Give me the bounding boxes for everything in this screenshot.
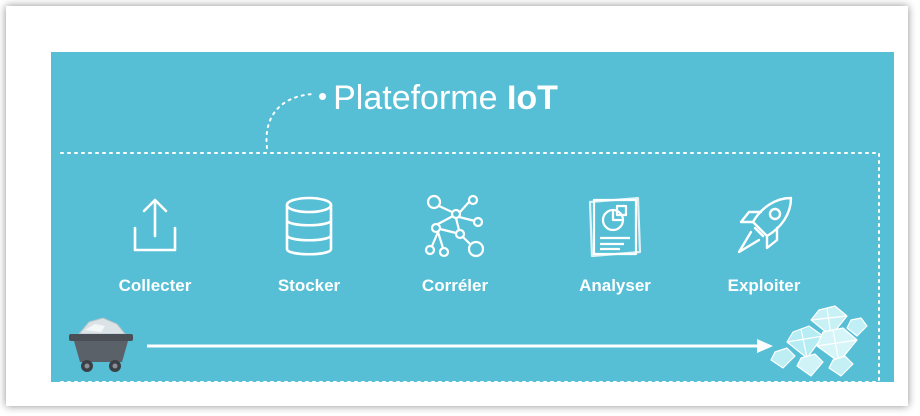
step-stocker: Stocker [239, 192, 379, 312]
step-analyser: Analyser [545, 192, 685, 312]
step-label: Collecter [118, 276, 192, 295]
step-label: Stocker [277, 276, 341, 295]
mine-cart-icon [69, 317, 133, 372]
step-exploiter: Exploiter [694, 192, 834, 312]
platform-boundary [60, 93, 880, 382]
rocket-icon [694, 192, 834, 262]
upload-icon [85, 192, 225, 262]
step-correler: Corréler [385, 192, 525, 312]
report-chart-icon [545, 192, 685, 262]
step-collecter: Collecter [85, 192, 225, 312]
diamonds-icon [770, 305, 868, 377]
process-arrow [147, 339, 773, 353]
diagram-title: •Plateforme IoT [318, 79, 558, 117]
step-label: Corréler [421, 276, 489, 295]
database-icon [239, 192, 379, 262]
step-label: Exploiter [727, 276, 801, 295]
network-graph-icon [385, 192, 525, 262]
iot-platform-diagram: •Plateforme IoT Collecter [51, 52, 894, 382]
image-frame: •Plateforme IoT Collecter [6, 6, 908, 406]
step-label: Analyser [579, 276, 651, 295]
